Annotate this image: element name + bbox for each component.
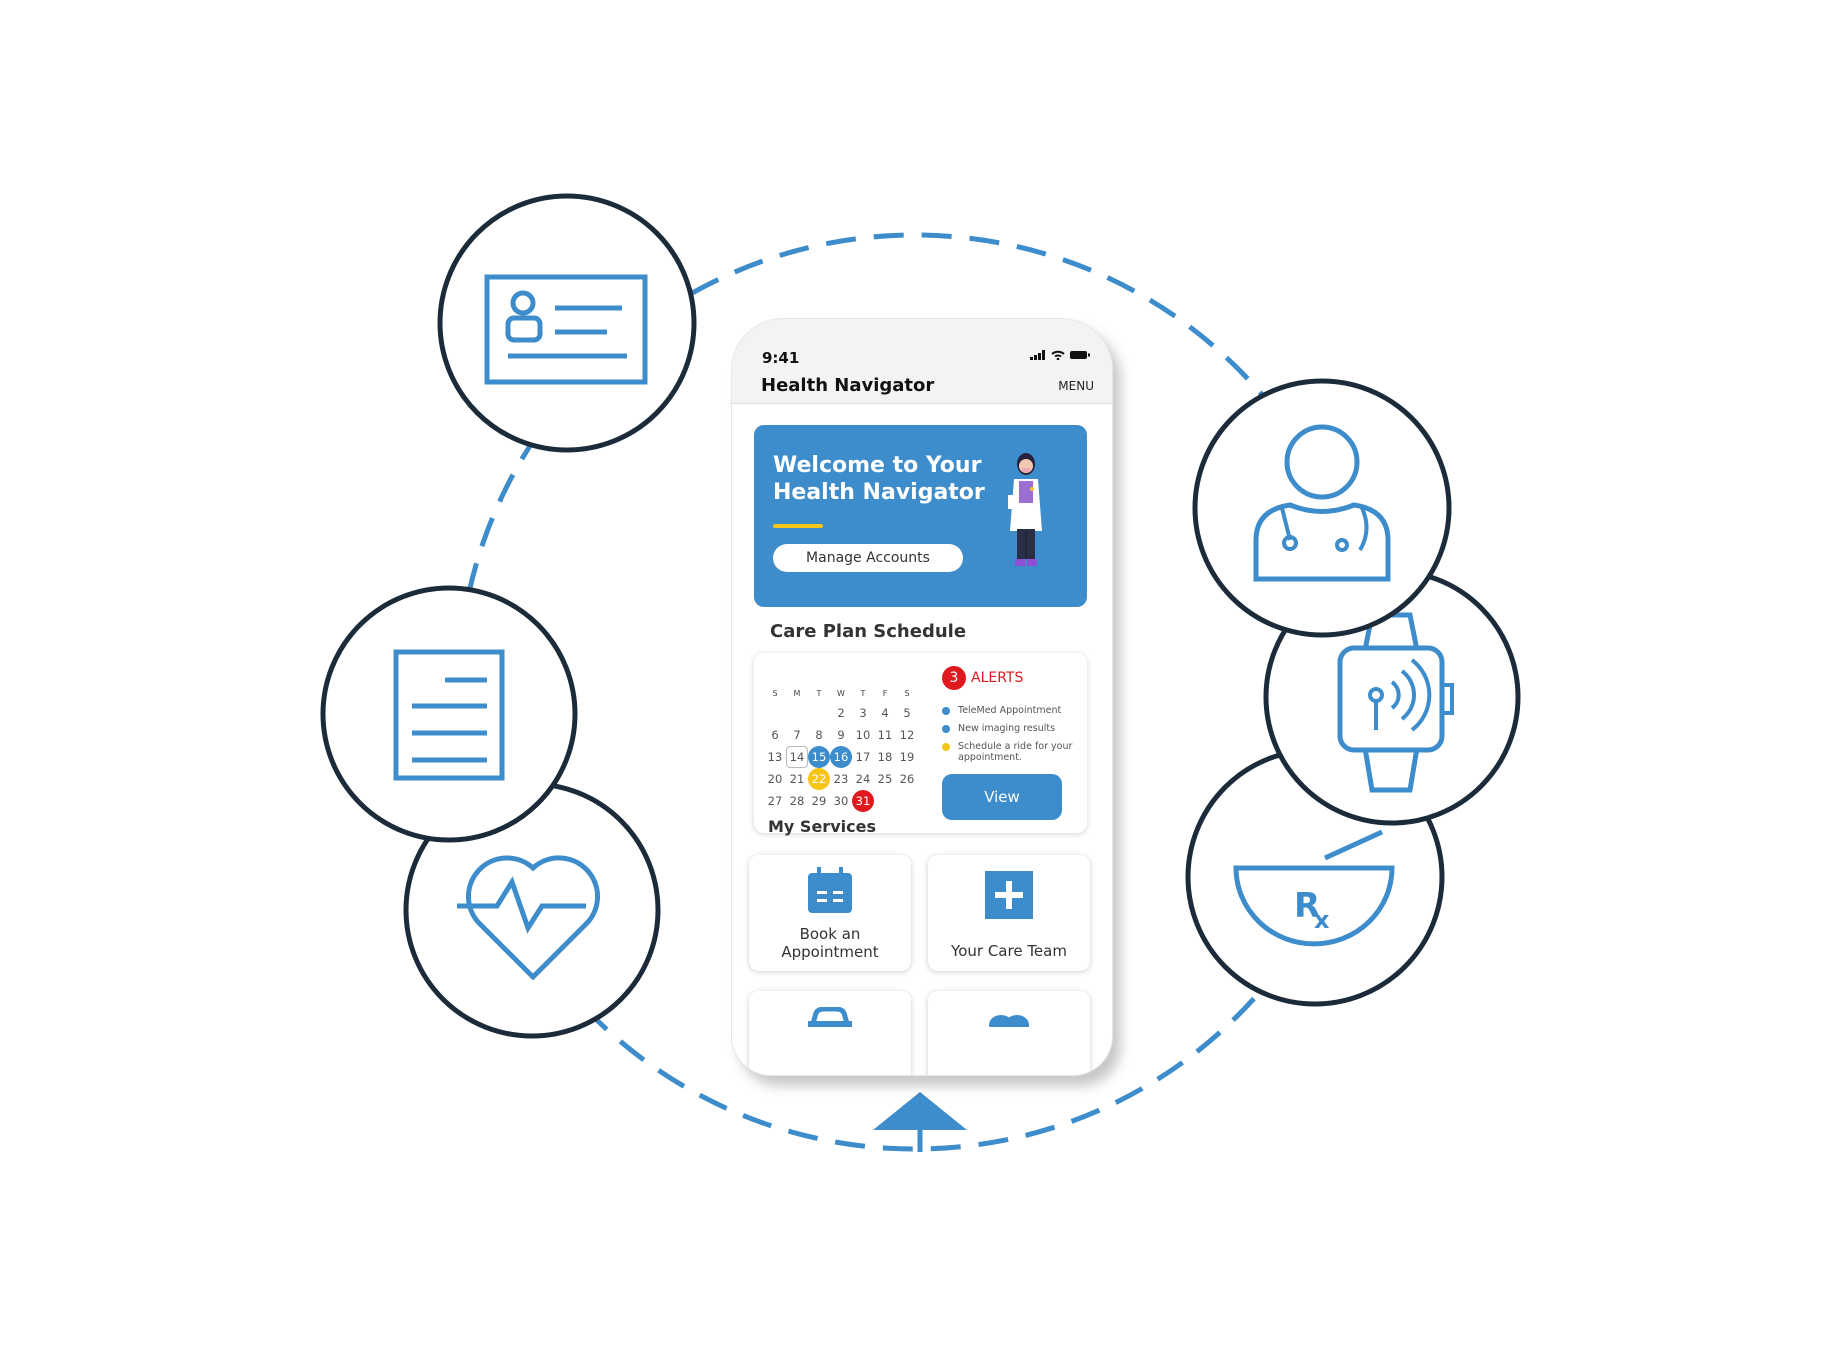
calendar-day[interactable]: 16	[830, 746, 852, 768]
id-card-icon	[437, 193, 697, 453]
calendar-empty	[874, 790, 896, 812]
calendar-day[interactable]: 15	[808, 746, 830, 768]
app-header: 9:41 Health Navigator MENU	[732, 319, 1112, 404]
book-appointment-tile[interactable]: Book an Appointment	[749, 855, 911, 971]
doctor-illustration	[1008, 453, 1042, 566]
welcome-banner: Welcome to Your Health Navigator Manage …	[754, 425, 1087, 607]
alert-text: Schedule a ride for your appointment.	[958, 741, 1073, 763]
calendar-day[interactable]: 12	[899, 728, 915, 742]
alert-item[interactable]: Schedule a ride for your appointment.	[942, 741, 1082, 763]
alert-dot-icon	[942, 707, 950, 715]
calendar-day[interactable]: 2	[837, 706, 845, 720]
welcome-title: Welcome to Your Health Navigator	[773, 453, 985, 505]
calendar-empty	[808, 702, 830, 724]
calendar-day[interactable]: 21	[789, 772, 805, 786]
care-team-label: Your Care Team	[951, 942, 1067, 960]
calendar-day[interactable]: 13	[767, 750, 783, 764]
alerts-header: 3 ALERTS	[942, 666, 1023, 690]
calendar-day[interactable]: 14	[786, 746, 808, 768]
weekday-label: T	[860, 688, 866, 698]
svg-text:R: R	[1294, 886, 1320, 926]
weekday-label: T	[816, 688, 822, 698]
calendar-day[interactable]: 30	[833, 794, 849, 808]
calendar-day[interactable]: 28	[789, 794, 805, 808]
menu-button[interactable]: MENU	[1058, 379, 1094, 393]
document-icon	[320, 585, 578, 843]
calendar-day[interactable]: 18	[877, 750, 893, 764]
calendar-day[interactable]: 25	[877, 772, 893, 786]
status-icons	[1030, 350, 1090, 360]
calendar-day[interactable]: 5	[903, 706, 911, 720]
calendar-day[interactable]: 24	[855, 772, 871, 786]
calendar-day[interactable]: 17	[855, 750, 871, 764]
manage-accounts-button[interactable]: Manage Accounts	[773, 544, 963, 572]
battery-icon	[1070, 351, 1090, 359]
alert-item[interactable]: TeleMed Appointment	[942, 705, 1082, 716]
view-button[interactable]: View	[942, 774, 1062, 820]
calendar-icon	[808, 867, 852, 913]
home-icon	[873, 1092, 967, 1152]
calendar-day[interactable]: 9	[837, 728, 845, 742]
calendar-day[interactable]: 19	[899, 750, 915, 764]
alerts-label: ALERTS	[971, 670, 1024, 686]
calendar-day[interactable]: 27	[767, 794, 783, 808]
alert-count-badge: 3	[942, 666, 966, 690]
plus-icon	[985, 871, 1033, 919]
signal-icon	[1030, 350, 1045, 360]
care-team-tile[interactable]: Your Care Team	[928, 855, 1090, 971]
pharmacy-tile[interactable]	[928, 991, 1090, 1075]
welcome-accent-bar	[773, 524, 823, 528]
calendar-day[interactable]: 10	[855, 728, 871, 742]
calendar-day[interactable]: 29	[811, 794, 827, 808]
care-plan-title: Care Plan Schedule	[770, 621, 967, 642]
calendar-day[interactable]: 23	[833, 772, 849, 786]
calendar-day[interactable]: 8	[815, 728, 823, 742]
calendar-day[interactable]: 26	[899, 772, 915, 786]
weekday-label: M	[793, 688, 801, 698]
alert-dot-icon	[942, 725, 950, 733]
calendar-day[interactable]: 22	[808, 768, 830, 790]
book-appointment-label: Book an Appointment	[781, 925, 879, 961]
weekday-label: S	[904, 688, 910, 698]
pill-icon	[989, 1015, 1029, 1027]
weekday-label: S	[772, 688, 778, 698]
alert-item[interactable]: New imaging results	[942, 723, 1082, 734]
calendar-day[interactable]: 11	[877, 728, 893, 742]
car-icon	[808, 1007, 852, 1027]
calendar-day[interactable]: 7	[793, 728, 801, 742]
wifi-icon	[1051, 350, 1065, 360]
weekday-label: W	[837, 688, 845, 698]
doctor-icon	[1192, 378, 1452, 638]
alert-text: TeleMed Appointment	[958, 705, 1062, 716]
calendar-day[interactable]: 6	[771, 728, 779, 742]
app-title: Health Navigator	[761, 375, 935, 396]
status-time: 9:41	[762, 349, 800, 367]
calendar-empty	[786, 702, 808, 724]
calendar-empty	[764, 702, 786, 724]
calendar-day[interactable]: 4	[881, 706, 889, 720]
calendar-day[interactable]: 31	[852, 790, 874, 812]
svg-text:x: x	[1314, 906, 1330, 934]
alert-dot-icon	[942, 743, 950, 751]
weekday-label: F	[882, 688, 888, 698]
calendar-day[interactable]: 3	[859, 706, 867, 720]
my-services-title: My Services	[768, 817, 876, 836]
alert-text: New imaging results	[958, 723, 1056, 734]
calendar-day[interactable]: 20	[767, 772, 783, 786]
transportation-tile[interactable]	[749, 991, 911, 1075]
calendar-empty	[896, 790, 918, 812]
phone-screen: 9:41 Health Navigator MENU Welcome to Yo…	[731, 318, 1113, 1076]
